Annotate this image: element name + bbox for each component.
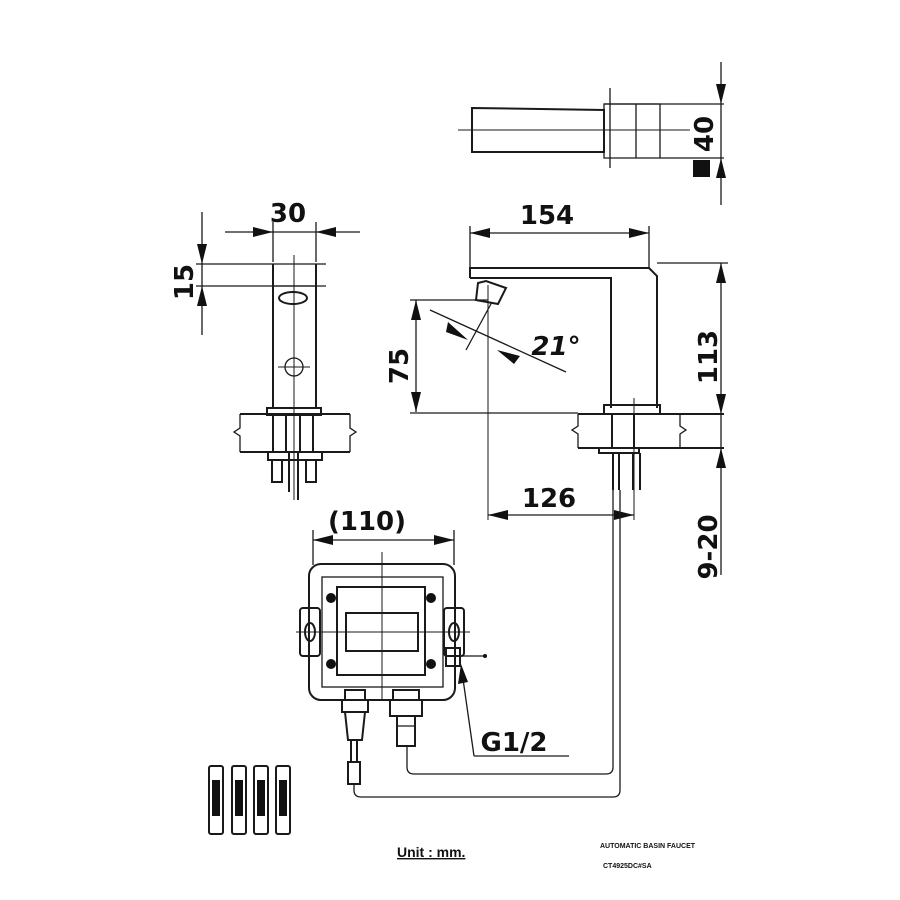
- body-height-label: 113: [694, 330, 724, 384]
- product-name: AUTOMATIC BASIN FAUCET: [600, 843, 696, 850]
- side-height-label: 15: [170, 264, 200, 300]
- top-view: 40: [458, 62, 726, 205]
- top-height-label: 40: [690, 116, 720, 152]
- model-code: CT4925DC#SA: [603, 863, 652, 870]
- battery-pack-icon: [208, 765, 291, 835]
- reach-label: 126: [522, 484, 576, 514]
- unit-note: Unit : mm.: [397, 844, 465, 860]
- control-box: (110): [296, 490, 621, 798]
- spout-length-label: 154: [520, 201, 574, 231]
- box-width-label: (110): [328, 507, 406, 537]
- side-width-label: 30: [270, 199, 306, 229]
- counter-thickness-label: 9-20: [694, 514, 724, 579]
- front-view: 154 21° 75 113: [385, 201, 728, 580]
- spout-drop-label: 75: [385, 348, 415, 384]
- thread-label: G1/2: [480, 728, 547, 758]
- spray-angle-label: 21°: [531, 332, 580, 362]
- side-view: 30 15: [170, 199, 360, 500]
